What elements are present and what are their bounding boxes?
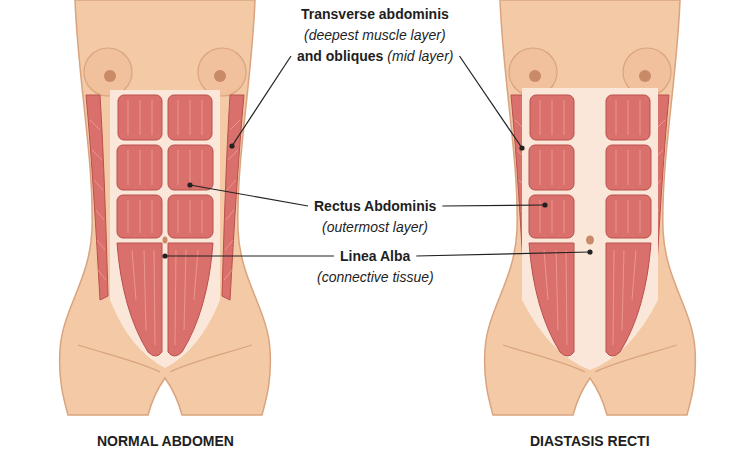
figure-caption: NORMAL ABDOMEN — [97, 432, 234, 450]
label-line: Transverse abdominis — [301, 5, 449, 23]
label-line: Linea Alba — [340, 247, 410, 265]
label-line: Rectus Abdominis — [314, 197, 436, 215]
label-line: (deepest muscle layer) — [304, 26, 446, 44]
part-label: (mid layer) — [387, 47, 453, 65]
part-label: (connective tissue) — [317, 268, 434, 286]
part-label: (outermost layer) — [322, 218, 428, 236]
label-line: (outermost layer) — [322, 218, 428, 236]
part-label: Rectus Abdominis — [314, 197, 436, 215]
label-line: NORMAL ABDOMEN — [97, 432, 234, 450]
part-label: and obliques — [297, 47, 383, 65]
leader-line — [442, 205, 545, 206]
part-label: Linea Alba — [340, 247, 410, 265]
label-line: and obliques(mid layer) — [297, 47, 453, 65]
leader-dot — [229, 143, 234, 148]
leader-line — [190, 185, 308, 206]
leader-line — [459, 56, 522, 148]
label-line: DIASTASIS RECTI — [530, 432, 650, 450]
leader-dot — [519, 145, 524, 150]
leader-dot — [187, 182, 192, 187]
label-line: (connective tissue) — [317, 268, 434, 286]
part-label: (deepest muscle layer) — [304, 26, 446, 44]
part-label: Transverse abdominis — [301, 5, 449, 23]
leader-line — [232, 56, 291, 146]
leader-dot — [162, 253, 167, 258]
leader-line — [416, 252, 590, 256]
figure-caption: DIASTASIS RECTI — [530, 432, 650, 450]
leader-dot — [587, 249, 592, 254]
leader-dot — [542, 202, 547, 207]
leader-line — [165, 255, 334, 256]
